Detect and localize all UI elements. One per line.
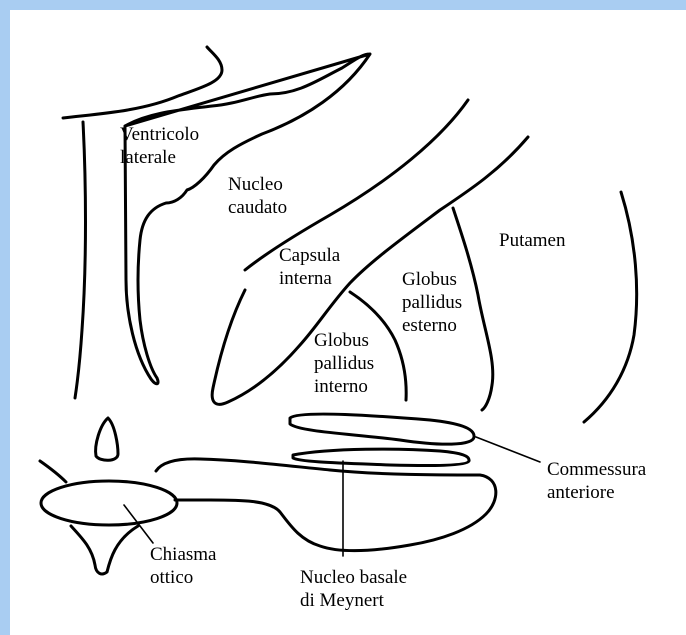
label-nucleo-caudato: Nucleo caudato — [228, 173, 287, 219]
label-globus-pallidus-interno: Globus pallidus interno — [314, 329, 374, 398]
diagram-canvas: Ventricolo laterale Nucleo caudato Capsu… — [10, 10, 686, 635]
label-capsula-interna: Capsula interna — [279, 244, 340, 290]
brain-section-drawing — [10, 10, 686, 635]
anterior-commissure-upper — [290, 414, 474, 444]
septum-line — [75, 122, 86, 398]
label-chiasma-ottico: Chiasma ottico — [150, 543, 217, 589]
label-nucleo-basale-meynert: Nucleo basale di Meynert — [300, 566, 407, 612]
base-outline — [40, 459, 496, 551]
leader-commessura — [476, 437, 540, 462]
anterior-commissure-lower — [293, 449, 469, 465]
putamen-lateral-edge — [584, 192, 637, 422]
optic-recess — [96, 418, 118, 460]
pituitary-stalk — [71, 526, 138, 574]
optic-chiasm — [41, 481, 177, 525]
label-ventricolo-laterale: Ventricolo laterale — [120, 123, 199, 169]
label-putamen: Putamen — [499, 229, 566, 252]
label-commessura-anteriore: Commessura anteriore — [547, 458, 646, 504]
label-globus-pallidus-esterno: Globus pallidus esterno — [402, 268, 462, 337]
